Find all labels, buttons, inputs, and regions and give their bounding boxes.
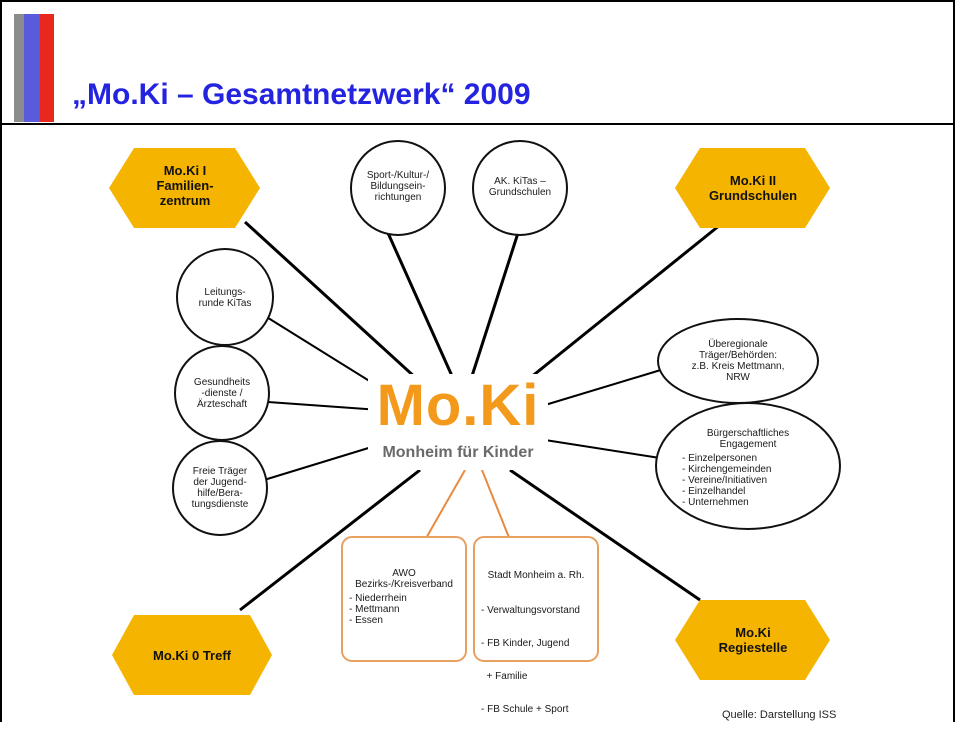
title-divider	[0, 123, 955, 125]
connector-awo	[424, 469, 466, 541]
ellipse-buerger-title: Bürgerschaftliches Engagement	[678, 428, 818, 450]
accent-bar-blue	[24, 14, 40, 122]
list-item: - Unternehmen	[682, 497, 749, 508]
list-item: + Familie	[481, 671, 528, 682]
circle-line: der Jugend-	[193, 477, 247, 488]
ellipse-line: NRW	[726, 372, 750, 383]
circle-line: AK. KiTas –	[494, 176, 546, 187]
connector-top-left-hex	[243, 220, 442, 402]
connector-sport	[386, 232, 454, 377]
list-item: - Einzelhandel	[682, 486, 746, 497]
list-item: - Niederrhein	[349, 593, 407, 604]
circle-sport-label: Sport-/Kultur-/ Bildungsein- richtungen	[353, 170, 443, 203]
frame-top	[0, 0, 955, 2]
circle-line: tungsdienste	[191, 499, 249, 510]
hexagon-line: Regiestelle	[718, 640, 788, 655]
logo-subtitle: Monheim für Kinder	[382, 444, 534, 461]
box-stadt-list: - Verwaltungsvorstand - FB Kinder, Jugen…	[481, 583, 593, 737]
logo-word: Mo.Ki	[376, 373, 540, 438]
circle-line: -dienste /	[201, 388, 243, 399]
list-item: - Kirchengemeinden	[682, 464, 772, 475]
box-line: AWO	[392, 568, 416, 579]
circle-sport	[350, 140, 446, 236]
connector-bottom-left-hex	[239, 468, 421, 612]
list-item: - Einzelpersonen	[682, 453, 758, 464]
circle-ak-kitas	[472, 140, 568, 236]
ellipse-buerger-list: - Einzelpersonen - Kirchengemeinden - Ve…	[682, 453, 812, 508]
accent-bar-red	[40, 14, 54, 122]
circle-line: Leitungs-	[204, 287, 246, 298]
ellipse-buerger	[655, 402, 841, 530]
hexagon-line: Mo.Ki	[735, 625, 771, 640]
slide-title: „Mo.Ki – Gesamtnetzwerk“ 2009	[72, 78, 531, 111]
circle-ak-kitas-label: AK. KiTas – Grundschulen	[475, 176, 565, 198]
hexagon-mo-ki-1-label: Mo.Ki I Familien- zentrum	[120, 163, 250, 208]
circle-line: Gesundheits	[193, 377, 251, 388]
ellipse-ueberregional-label: Überegionale Träger/Behörden: z.B. Kreis…	[668, 339, 808, 383]
circle-gesundheit	[174, 345, 270, 441]
list-item: - Vereine/Initiativen	[682, 475, 768, 486]
source-note: Quelle: Darstellung ISS	[722, 709, 837, 721]
connector-ak-kitas	[470, 232, 520, 377]
circle-freie	[172, 440, 268, 536]
hexagon-mo-ki-0	[112, 615, 272, 695]
hexagon-line: Mo.Ki 0 Treff	[152, 648, 231, 663]
circle-line: Ärzteschaft	[196, 399, 248, 410]
list-item: - FB Kinder, Jugend	[481, 638, 570, 649]
hexagon-line: Grundschulen	[708, 188, 798, 203]
moki-logo: Mo.Ki Monheim für Kinder	[368, 373, 548, 470]
hexagon-line: Mo.Ki II	[729, 173, 777, 188]
hexagon-regiestelle	[675, 600, 830, 680]
hexagon-mo-ki-1	[109, 148, 260, 228]
circle-line: Freie Träger	[192, 466, 248, 477]
hexagon-line: zentrum	[159, 193, 211, 208]
connector-top-right-hex	[519, 223, 721, 388]
ellipse-line: Überegionale	[708, 339, 768, 350]
hexagon-mo-ki-2-label: Mo.Ki II Grundschulen	[688, 173, 818, 203]
connector-gesundheit	[267, 401, 381, 411]
connector-ueberregional	[544, 368, 665, 406]
circle-line: Grundschulen	[488, 187, 552, 198]
list-item: - Verwaltungsvorstand	[481, 605, 580, 616]
circle-gesundheit-label: Gesundheits -dienste / Ärzteschaft	[177, 377, 267, 410]
list-item: - FB Schule + Sport	[481, 704, 569, 715]
circle-line: Bildungsein-	[370, 181, 426, 192]
hexagon-regiestelle-label: Mo.Ki Regiestelle	[688, 625, 818, 655]
box-stadt	[473, 536, 599, 662]
ellipse-line: Bürgerschaftliches	[706, 428, 790, 439]
circle-freie-label: Freie Träger der Jugend- hilfe/Bera- tun…	[175, 466, 265, 510]
connector-bottom-right-hex	[509, 468, 701, 602]
box-line: Bezirks-/Kreisverband	[355, 579, 453, 590]
box-awo-title: AWO Bezirks-/Kreisverband	[345, 568, 463, 590]
connector-buerger	[544, 439, 661, 459]
circle-leitung-label: Leitungs- runde KiTas	[180, 287, 270, 309]
circle-line: richtungen	[374, 192, 422, 203]
box-stadt-title: Stadt Monheim a. Rh.	[487, 570, 585, 581]
box-awo-list: - Niederrhein - Mettmann - Essen	[349, 593, 459, 626]
frame-right	[953, 0, 955, 722]
list-item: - Essen	[349, 615, 383, 626]
circle-leitung	[176, 248, 274, 346]
connector-freie	[263, 445, 376, 481]
frame-left	[0, 0, 2, 722]
list-item: - Mettmann	[349, 604, 400, 615]
box-awo	[341, 536, 467, 662]
connector-stadt	[481, 469, 511, 541]
hexagon-mo-ki-0-label: Mo.Ki 0 Treff	[122, 648, 262, 663]
slide: „Mo.Ki – Gesamtnetzwerk“ 2009	[0, 0, 955, 722]
ellipse-line: Engagement	[719, 439, 777, 450]
ellipse-line: Träger/Behörden:	[698, 350, 777, 361]
hexagon-line: Familien-	[156, 178, 214, 193]
ellipse-line: z.B. Kreis Mettmann,	[691, 361, 785, 372]
circle-line: hilfe/Bera-	[197, 488, 243, 499]
accent-bar-gray	[14, 14, 24, 122]
hexagon-line: Mo.Ki I	[163, 163, 207, 178]
circle-line: runde KiTas	[198, 298, 252, 309]
circle-line: Sport-/Kultur-/	[366, 170, 430, 181]
network-diagram	[109, 140, 841, 695]
hexagon-mo-ki-2	[675, 148, 830, 228]
